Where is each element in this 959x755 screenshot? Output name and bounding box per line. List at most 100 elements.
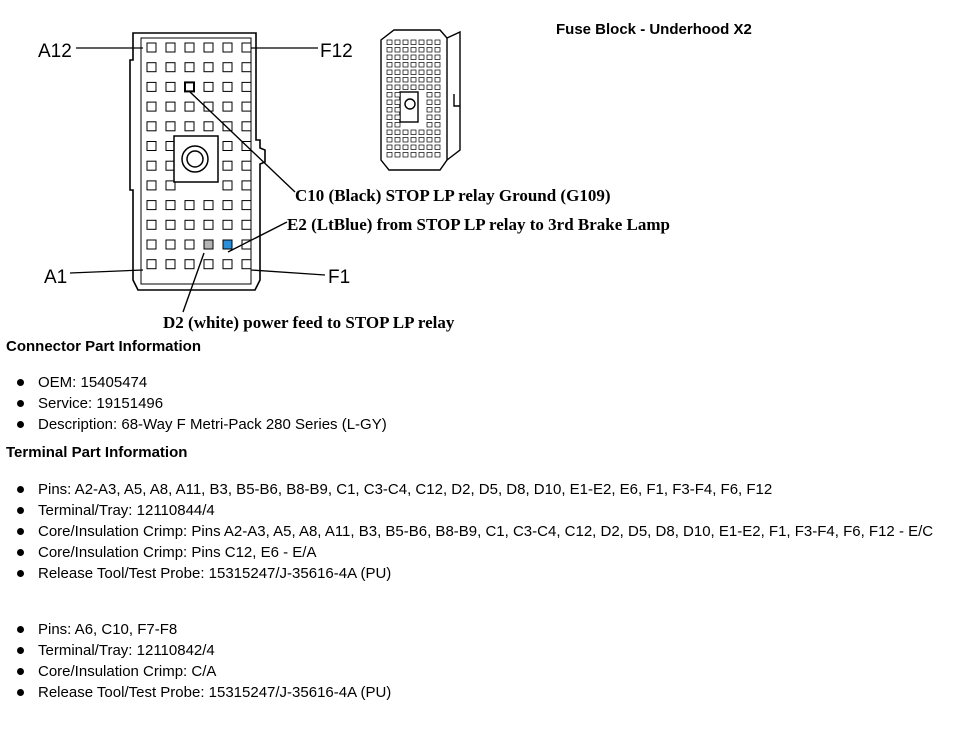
- perspective-cavity: [386, 77, 393, 83]
- perspective-cavity: [410, 69, 417, 75]
- pin-cavity-a11: [146, 62, 157, 73]
- pin-cavity-a6: [146, 160, 157, 171]
- pin-cavity-e8: [222, 121, 233, 132]
- perspective-cavity: [394, 129, 401, 135]
- perspective-cavity: [426, 144, 433, 150]
- terminal-info-list-2: Pins: A6, C10, F7-F8 Terminal/Tray: 1211…: [0, 619, 391, 703]
- perspective-cavity: [434, 129, 441, 135]
- list-item: Description: 68-Way F Metri-Pack 280 Ser…: [0, 414, 387, 435]
- pin-cavity-f3: [241, 219, 252, 230]
- pin-cavity-f12: [241, 42, 252, 53]
- perspective-cavity: [426, 39, 433, 45]
- list-item: Core/Insulation Crimp: Pins A2-A3, A5, A…: [0, 521, 943, 542]
- connector-perspective-view: [380, 29, 461, 171]
- perspective-cavity: [410, 62, 417, 68]
- pin-cavity-e9: [222, 101, 233, 112]
- pin-cavity-a5: [146, 180, 157, 191]
- perspective-cavity: [410, 39, 417, 45]
- pin-cavity-d8: [203, 121, 214, 132]
- perspective-cavity: [386, 152, 393, 158]
- perspective-cavity: [386, 122, 393, 128]
- perspective-cavity: [434, 92, 441, 98]
- pin-cavity-a2: [146, 239, 157, 250]
- perspective-cavity: [418, 54, 425, 60]
- pin-cavity-a1: [146, 259, 157, 270]
- pin-cavity-f11: [241, 62, 252, 73]
- perspective-cavity: [402, 47, 409, 53]
- label-a12: A12: [38, 41, 72, 62]
- list-item: OEM: 15405474: [0, 372, 387, 393]
- pin-cavity-e10: [222, 81, 233, 92]
- connector-info-heading: Connector Part Information: [6, 338, 202, 355]
- perspective-cavity: [418, 84, 425, 90]
- connector-diagram: A12 F12 A1 F1: [38, 29, 461, 313]
- pin-cavity-d2: [203, 239, 214, 250]
- connector-face: [129, 32, 266, 291]
- perspective-cavity: [410, 137, 417, 143]
- perspective-cavity: [418, 47, 425, 53]
- perspective-cavity: [386, 84, 393, 90]
- pin-cavity-f6: [241, 160, 252, 171]
- perspective-cavity: [434, 77, 441, 83]
- perspective-cavity: [426, 69, 433, 75]
- perspective-cavity: [426, 129, 433, 135]
- perspective-cavity: [426, 99, 433, 105]
- perspective-cavity: [410, 84, 417, 90]
- perspective-cavity: [394, 144, 401, 150]
- perspective-cavity: [410, 77, 417, 83]
- perspective-cavity: [434, 99, 441, 105]
- perspective-cavity: [434, 54, 441, 60]
- callout-leaders: [182, 91, 296, 313]
- pin-cavity-c12: [184, 42, 195, 53]
- list-item: Pins: A6, C10, F7-F8: [0, 619, 391, 640]
- perspective-cavity: [394, 54, 401, 60]
- perspective-cavity: [410, 47, 417, 53]
- perspective-cavity: [394, 62, 401, 68]
- perspective-cavity: [426, 92, 433, 98]
- pin-cavity-c8: [184, 121, 195, 132]
- pin-cavity-e2: [222, 239, 233, 250]
- perspective-cavity: [394, 84, 401, 90]
- perspective-cavity: [434, 47, 441, 53]
- pin-cavity-b2: [165, 239, 176, 250]
- perspective-cavity: [418, 152, 425, 158]
- perspective-cavity: [394, 47, 401, 53]
- perspective-cavity: [418, 129, 425, 135]
- pin-cavity-c11: [184, 62, 195, 73]
- perspective-cavity: [434, 122, 441, 128]
- perspective-cavity: [394, 69, 401, 75]
- pin-cavity-b1: [165, 259, 176, 270]
- callout-c10: C10 (Black) STOP LP relay Ground (G109): [295, 186, 611, 205]
- perspective-cavity: [386, 107, 393, 113]
- pin-cavity-b9: [165, 101, 176, 112]
- list-item: Pins: A2-A3, A5, A8, A11, B3, B5-B6, B8-…: [0, 479, 943, 500]
- pin-cavity-b8: [165, 121, 176, 132]
- perspective-cavity: [386, 137, 393, 143]
- list-item: Release Tool/Test Probe: 15315247/J-3561…: [0, 563, 943, 584]
- pin-cavity-f9: [241, 101, 252, 112]
- perspective-cavity: [402, 129, 409, 135]
- pin-cavity-e7: [222, 141, 233, 151]
- perspective-cavity: [394, 39, 401, 45]
- perspective-cavity: [418, 144, 425, 150]
- perspective-cavity: [426, 47, 433, 53]
- pin-cavity-f1: [241, 259, 252, 270]
- perspective-cavity: [402, 77, 409, 83]
- list-item: Terminal/Tray: 12110844/4: [0, 500, 943, 521]
- perspective-cavity: [410, 152, 417, 158]
- perspective-cavity: [426, 77, 433, 83]
- perspective-cavity: [426, 62, 433, 68]
- pin-cavity-e4: [222, 200, 233, 211]
- perspective-cavity: [434, 107, 441, 113]
- perspective-cavity: [434, 152, 441, 158]
- pin-cavity-b4: [165, 200, 176, 211]
- connector-info-list: OEM: 15405474 Service: 19151496 Descript…: [0, 372, 387, 435]
- perspective-cavity: [394, 107, 401, 113]
- perspective-cavity: [418, 69, 425, 75]
- pin-cavity-a12: [146, 42, 157, 53]
- perspective-cavity: [410, 129, 417, 135]
- perspective-cavity: [402, 62, 409, 68]
- list-item: Core/Insulation Crimp: C/A: [0, 661, 391, 682]
- perspective-cavity: [386, 114, 393, 120]
- pin-cavity-a7: [146, 141, 157, 151]
